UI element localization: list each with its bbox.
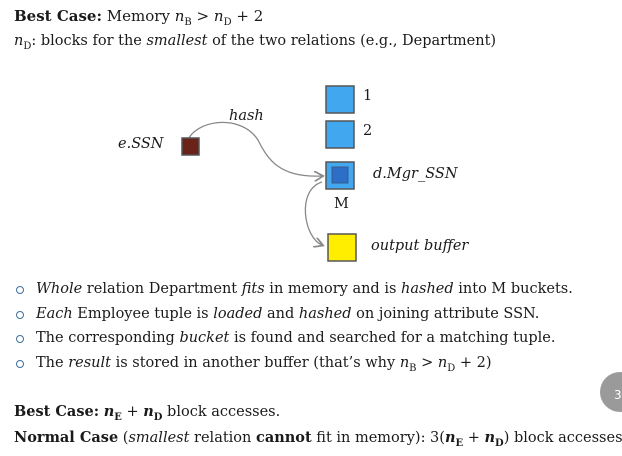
bullet-icon	[16, 310, 24, 319]
bullet-text: loaded	[213, 305, 263, 322]
hash-join-diagram	[181, 85, 357, 262]
list-item: The result is stored in another buffer (…	[14, 355, 573, 380]
sub-d: D	[223, 17, 232, 28]
bucket-2	[325, 120, 355, 149]
bullet-text: and	[262, 305, 299, 322]
subtitle-rest: of the two relations (e.g., Department)	[212, 33, 497, 49]
cannot-word: cannot	[255, 429, 312, 446]
bullet-text: is stored in another buffer (that’s why	[110, 354, 400, 371]
n-symbol: n	[14, 33, 24, 49]
output-arrow	[304, 181, 322, 245]
n-symbol: n	[213, 7, 224, 25]
normal-case-close: ) block accesses	[503, 430, 622, 446]
bullet-text: bucket	[179, 330, 230, 346]
bullet-text: is found and searched for a matching tup…	[229, 330, 556, 346]
bullet-text: The	[36, 354, 69, 371]
n-symbol: n	[444, 429, 456, 446]
paren-open: (	[118, 430, 129, 446]
sub-d: D	[153, 411, 163, 423]
bullet-icon	[16, 335, 24, 343]
page-number-badge: 3	[600, 372, 622, 412]
bullet-text: Employee tuple is	[72, 305, 214, 322]
bullet-text: n	[399, 354, 410, 371]
bullet-text: n	[437, 354, 448, 371]
dmgr-label: d.Mgr_SSN	[373, 166, 458, 182]
m-label: M	[334, 196, 349, 212]
bucket-1-label: 1	[363, 88, 373, 104]
bullet-text: hashed	[298, 305, 352, 322]
hash-arrow	[185, 121, 322, 176]
bullet-text: result	[68, 354, 111, 371]
smallest-word: smallest	[128, 430, 190, 446]
bullet-text: >	[416, 354, 438, 371]
output-buffer	[327, 233, 357, 262]
plus-two: + 2	[236, 7, 264, 25]
bucket-1	[325, 85, 355, 114]
sub-d: D	[23, 40, 32, 52]
normal-case-label: Normal Case	[14, 429, 119, 446]
bullet-text: Each	[36, 305, 73, 322]
bullet-icon	[16, 286, 24, 294]
plus-sign: +	[463, 430, 485, 446]
bullet-icon	[16, 359, 24, 368]
sub-d: D	[495, 437, 504, 449]
n-symbol: n	[484, 429, 496, 446]
bullet-text: on joining attribute SSN.	[351, 305, 540, 322]
sub-e: E	[455, 437, 464, 449]
colon-text: : blocks for the	[31, 33, 142, 49]
list-item: Whole relation Department fits in memory…	[14, 281, 573, 306]
esn-label: e.SSN	[118, 136, 164, 152]
plus-sign: +	[121, 404, 144, 420]
sub-b: B	[184, 17, 192, 28]
hash-label: hash	[229, 108, 264, 124]
bullet-text: Whole	[36, 281, 83, 297]
bucket-2-label: 2	[363, 123, 373, 139]
memory-text: Memory	[106, 7, 170, 25]
relation-word: relation	[189, 430, 256, 446]
n-symbol: n	[143, 403, 154, 420]
bullet-text: D	[447, 362, 456, 374]
list-item: Each Employee tuple is loaded and hashed…	[14, 306, 573, 331]
bullet-text: hashed	[401, 281, 454, 297]
bullet-text: relation Department	[82, 281, 242, 297]
best-case-line: Best Case: nE + nD block accesses.	[14, 403, 280, 423]
bullet-text: in memory and is	[264, 281, 402, 297]
smallest-word: smallest	[146, 33, 208, 49]
output-buffer-label: output buffer	[371, 238, 469, 254]
title-line: Best Case: Memory nB > nD + 2	[14, 7, 263, 28]
bullet-text: fits	[241, 281, 265, 297]
sub-e: E	[114, 411, 122, 423]
bullet-text: The corresponding	[36, 330, 180, 346]
page-number: 3	[614, 388, 622, 402]
bucket-m-inner	[331, 166, 349, 184]
best-case-footer-label: Best Case:	[14, 403, 100, 420]
list-item: The corresponding bucket is found and se…	[14, 330, 573, 355]
bullet-text: B	[409, 362, 417, 374]
best-case-rest: block accesses.	[162, 404, 281, 420]
normal-case-line: Normal Case (smallest relation cannot fi…	[14, 429, 622, 449]
employee-tuple	[181, 137, 200, 156]
gt-symbol: >	[196, 7, 210, 25]
best-case-label: Best Case:	[14, 7, 103, 25]
bullet-list: Whole relation Department fits in memory…	[14, 281, 573, 379]
n-symbol: n	[103, 403, 115, 420]
normal-case-rest: fit in memory): 3(	[311, 430, 445, 446]
bullet-text: + 2)	[455, 354, 492, 371]
bullet-text: into M buckets.	[453, 281, 573, 297]
subtitle-line: nD: blocks for the smallest of the two r…	[14, 33, 496, 52]
n-symbol: n	[174, 7, 185, 25]
